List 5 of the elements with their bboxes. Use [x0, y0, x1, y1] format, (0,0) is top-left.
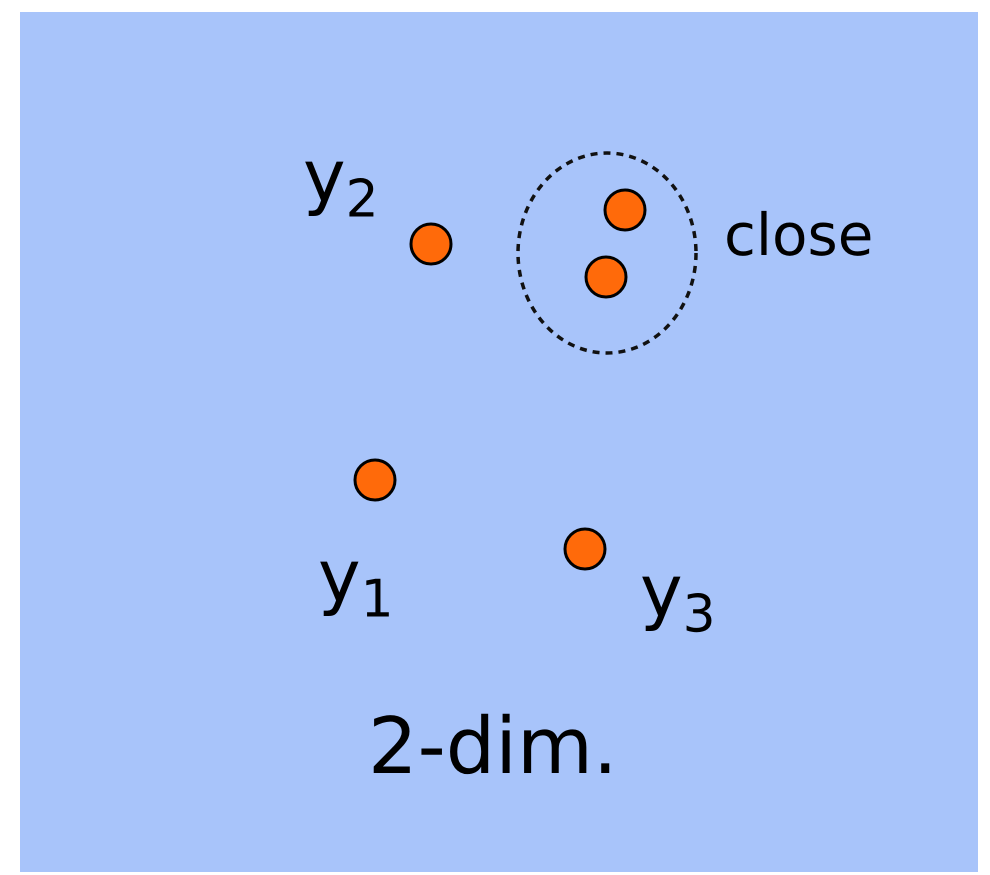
- text-label: y$_{3}$: [640, 555, 716, 642]
- text-label: 2-dim.: [368, 708, 618, 786]
- text-label: y$_{1}$: [318, 540, 394, 626]
- text-label: close: [724, 206, 874, 264]
- text-label: y$_{2}$: [303, 140, 379, 226]
